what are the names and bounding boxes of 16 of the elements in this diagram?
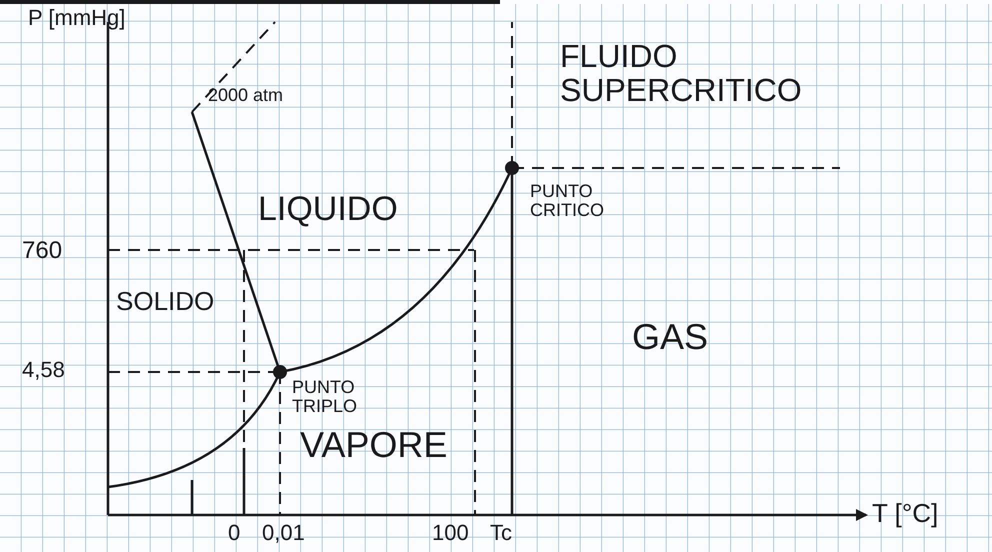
point-label: PUNTO CRITICO: [530, 182, 605, 220]
tick-label: 0: [228, 521, 240, 544]
point-label: PUNTO TRIPLO: [292, 378, 358, 416]
region-label: VAPORE: [300, 426, 448, 464]
value-label: 2000 atm: [208, 86, 284, 105]
region-label: SOLIDO: [116, 288, 214, 316]
tick-label: 760: [22, 238, 62, 264]
axis-label: P [mmHg]: [28, 6, 126, 30]
tick-label: 4,58: [22, 358, 65, 382]
tick-label: 100: [432, 521, 469, 544]
region-label: GAS: [632, 318, 708, 356]
region-label: FLUIDO SUPERCRITICO: [560, 40, 803, 108]
region-label: LIQUIDO: [258, 192, 398, 228]
tick-label: Tc: [490, 521, 512, 544]
tick-label: 0,01: [262, 521, 305, 544]
axis-label: T [°C]: [872, 500, 938, 528]
